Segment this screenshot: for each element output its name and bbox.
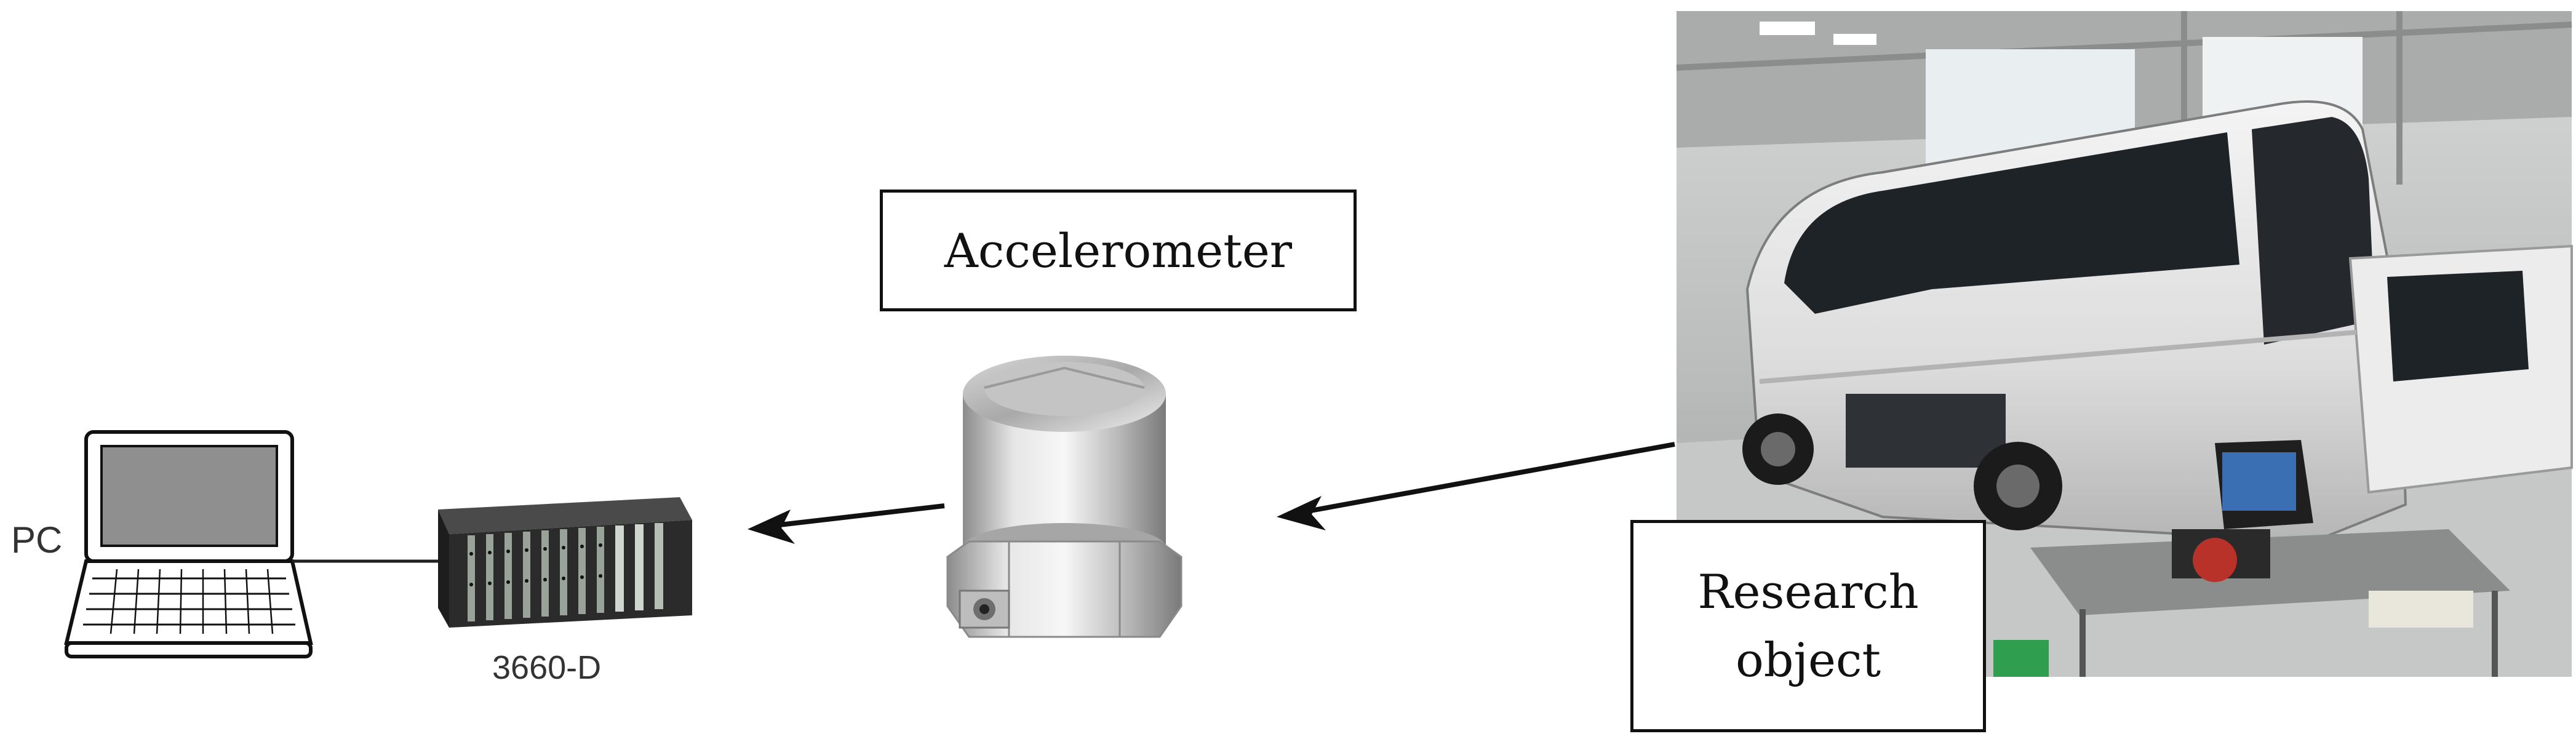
research-object-label-box: Research object bbox=[1630, 520, 1986, 732]
research-object-label-line1: Research bbox=[1697, 564, 1919, 620]
analyzer-label: 3660-D bbox=[492, 649, 601, 686]
bus-photo bbox=[1676, 11, 2573, 677]
arrow-accelerometer-to-analyzer bbox=[748, 503, 945, 544]
accelerometer-label: Accelerometer bbox=[944, 223, 1293, 278]
accelerometer-label-box: Accelerometer bbox=[880, 190, 1357, 311]
laptop-icon bbox=[64, 430, 313, 658]
pc-label: PC bbox=[11, 519, 62, 561]
research-object-label-line2: object bbox=[1735, 632, 1881, 687]
arrow-bus-to-accelerometer bbox=[1277, 442, 1675, 530]
analyzer-icon bbox=[438, 497, 692, 628]
accelerometer-icon bbox=[946, 356, 1182, 638]
